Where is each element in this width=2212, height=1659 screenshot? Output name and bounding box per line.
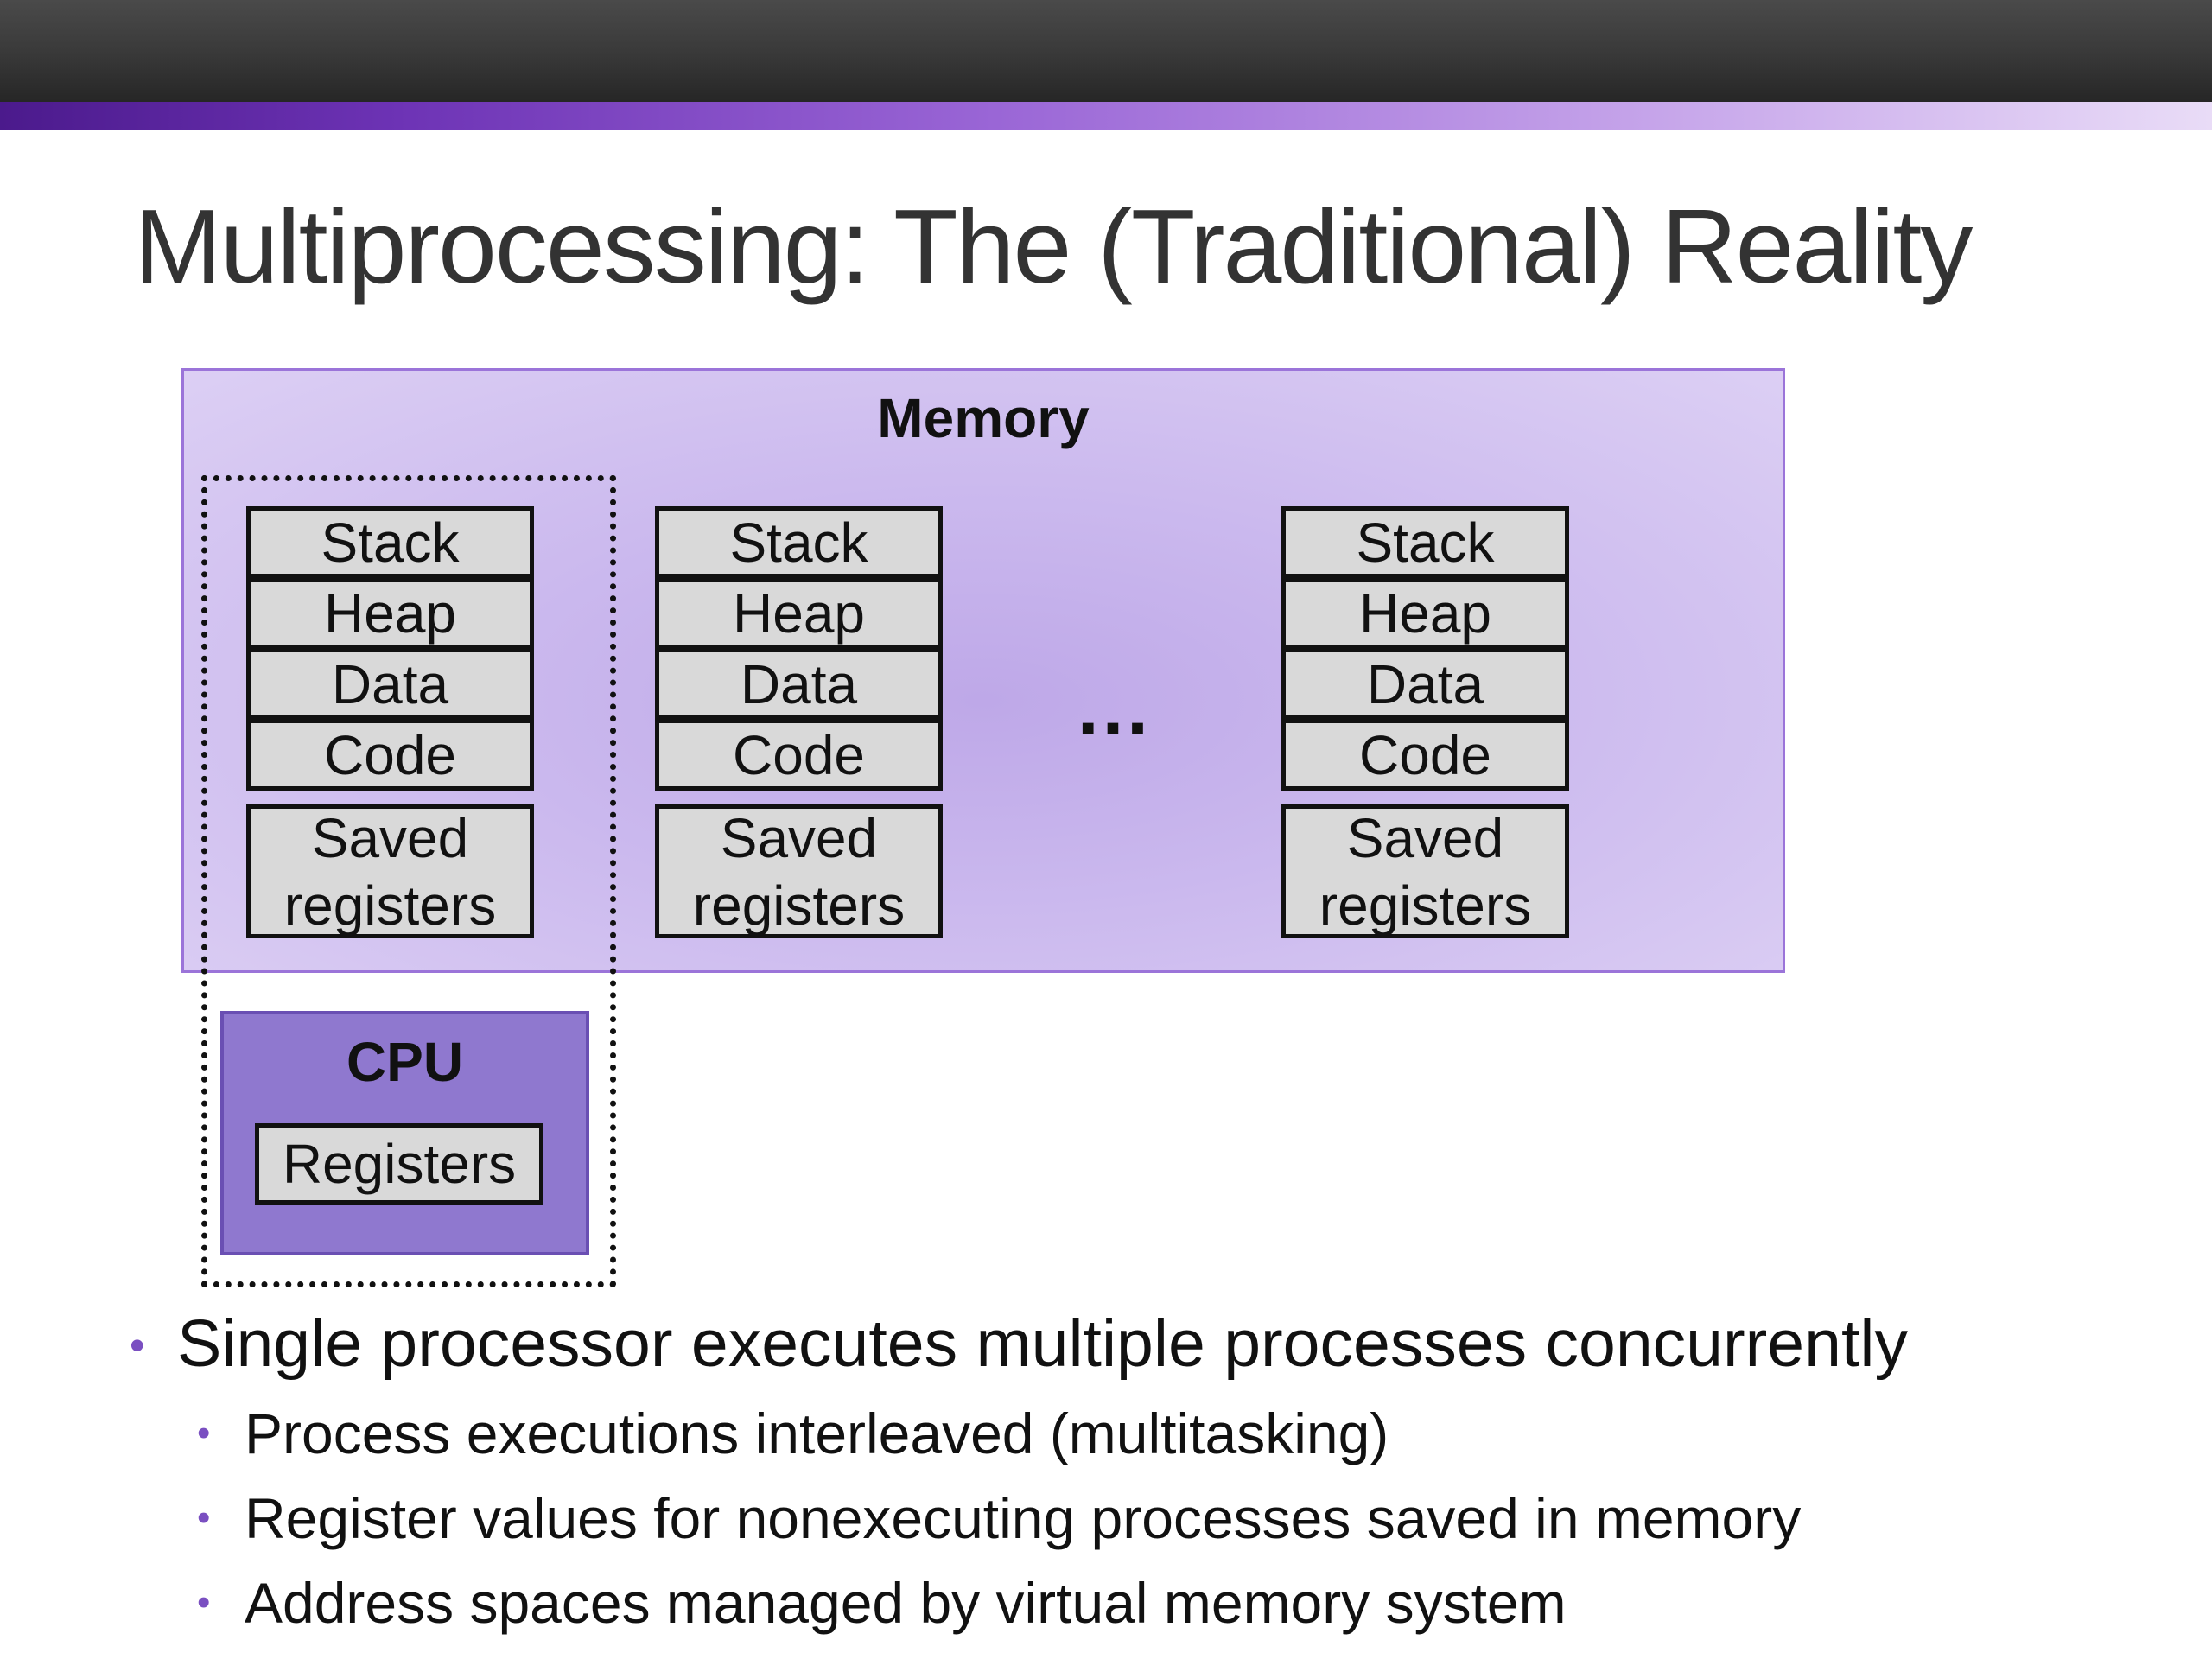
saved-label-line1: Saved xyxy=(720,806,878,869)
saved-label-line2: registers xyxy=(283,874,497,937)
cpu-label: CPU xyxy=(346,1031,464,1093)
code-segment: Code xyxy=(246,719,534,791)
bullet-marker: • xyxy=(197,1412,211,1454)
data-segment: Data xyxy=(1281,648,1569,720)
stack-segment: Stack xyxy=(246,506,534,578)
title-bar xyxy=(0,0,2212,102)
saved-registers: Saved registers xyxy=(1281,804,1569,938)
heap-segment: Heap xyxy=(1281,577,1569,649)
sub-bullet-text: Address spaces managed by virtual memory… xyxy=(245,1571,1567,1635)
sub-bullet: • Process executions interleaved (multit… xyxy=(130,1391,2186,1476)
bullet-list: • Single processor executes multiple pro… xyxy=(130,1300,2186,1645)
bullet-main: • Single processor executes multiple pro… xyxy=(130,1300,2186,1391)
process-2: Stack Heap Data Code Saved registers xyxy=(655,506,943,938)
sub-bullet-text: Process executions interleaved (multitas… xyxy=(245,1402,1389,1465)
code-segment: Code xyxy=(655,719,943,791)
bullet-marker: • xyxy=(197,1581,211,1624)
code-segment: Code xyxy=(1281,719,1569,791)
stack-segment: Stack xyxy=(1281,506,1569,578)
bullet-marker: • xyxy=(130,1321,145,1370)
cpu-box: CPU Registers xyxy=(220,1011,589,1255)
ellipsis: … xyxy=(1074,665,1155,752)
bullet-marker: • xyxy=(197,1497,211,1539)
sub-bullet-text: Register values for nonexecuting process… xyxy=(245,1486,1802,1550)
saved-registers: Saved registers xyxy=(246,804,534,938)
memory-label: Memory xyxy=(877,387,1090,449)
saved-registers: Saved registers xyxy=(655,804,943,938)
saved-label-line1: Saved xyxy=(311,806,469,869)
cpu-registers: Registers xyxy=(255,1123,543,1205)
saved-label-line2: registers xyxy=(1319,874,1532,937)
saved-label-line2: registers xyxy=(692,874,906,937)
stack-segment: Stack xyxy=(655,506,943,578)
saved-label-line1: Saved xyxy=(1346,806,1504,869)
slide-title: Multiprocessing: The (Traditional) Reali… xyxy=(134,188,1973,305)
heap-segment: Heap xyxy=(655,577,943,649)
bullet-text: Single processor executes multiple proce… xyxy=(177,1306,1908,1381)
accent-stripe xyxy=(0,102,2212,130)
data-segment: Data xyxy=(246,648,534,720)
sub-bullet: • Address spaces managed by virtual memo… xyxy=(130,1560,2186,1645)
data-segment: Data xyxy=(655,648,943,720)
process-1: Stack Heap Data Code Saved registers xyxy=(246,506,534,938)
process-n: Stack Heap Data Code Saved registers xyxy=(1281,506,1569,938)
sub-bullet: • Register values for nonexecuting proce… xyxy=(130,1476,2186,1560)
memory-box: Memory Stack Heap Data Code Saved regist… xyxy=(181,368,1785,973)
heap-segment: Heap xyxy=(246,577,534,649)
